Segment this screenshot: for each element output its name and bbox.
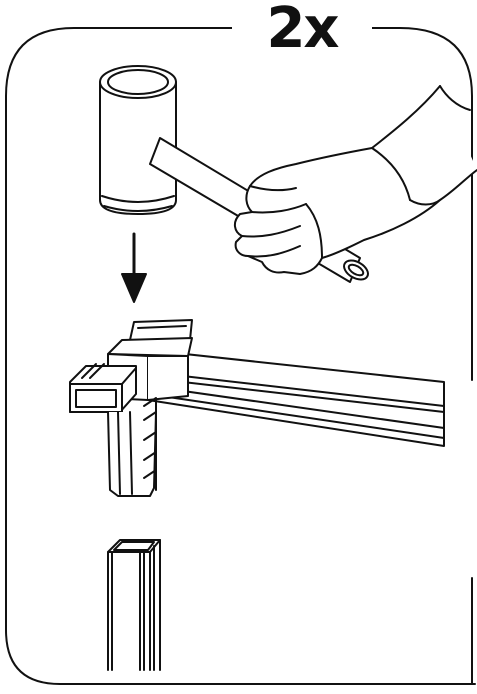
frame-post-icon bbox=[107, 539, 161, 671]
hand-icon bbox=[234, 85, 477, 275]
quantity-label: 2x bbox=[232, 0, 372, 64]
step-frame-border-right bbox=[371, 27, 473, 685]
step-frame-border bbox=[5, 27, 476, 685]
frame-rail-icon bbox=[147, 349, 445, 447]
arrow-down-icon bbox=[121, 232, 147, 303]
corner-connector-icon bbox=[69, 319, 193, 497]
